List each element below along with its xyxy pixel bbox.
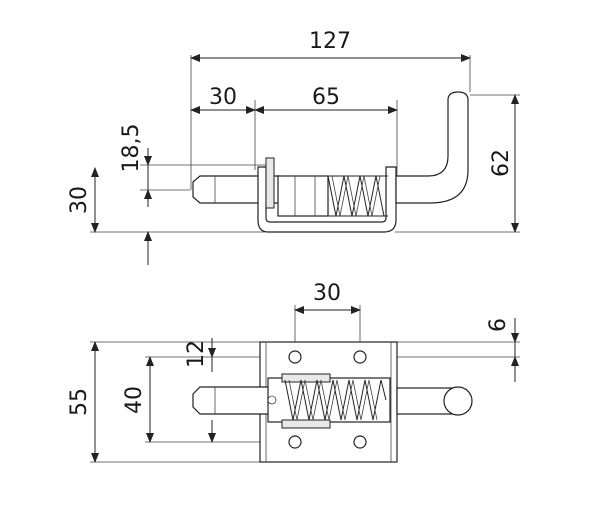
spring-side [327,175,388,217]
mount-hole [288,435,302,449]
dim-hole-edge-offset: 6 [486,318,519,382]
mount-hole [288,350,302,364]
dim-hook-height-label: 62 [489,149,514,177]
mount-hole [353,435,367,449]
side-view: 127 30 65 62 18,5 30 [67,29,520,265]
dim-overall-length: 127 [190,29,471,62]
dim-hole-offset-top-label: 12 [184,340,209,368]
dim-hook-height: 62 [489,94,519,233]
dim-hole-offset-top: 12 [184,338,216,443]
dim-pin-height-label: 18,5 [119,124,144,173]
dim-hole-spacing-x: 30 [294,281,361,314]
dim-hole-spacing-y: 40 [122,356,154,443]
dim-base-to-pin-label: 30 [67,186,92,214]
dim-hole-spacing-y-label: 40 [122,386,147,414]
pin-plan [192,386,473,416]
dim-pin-height: 18,5 [119,124,152,207]
spring-plan [267,373,391,429]
hook-handle-side [395,91,469,204]
dim-overall-length-label: 127 [309,29,351,54]
dim-plate-width-label: 55 [67,388,92,416]
plan-view: 30 6 12 40 55 [67,281,520,463]
dim-base-to-pin: 30 [67,167,152,265]
dim-housing-length: 65 [254,85,398,114]
dim-pin-extension-label: 30 [209,85,237,110]
dim-pin-extension: 30 [190,85,256,114]
dim-housing-length-label: 65 [312,85,340,110]
housing-side [257,157,397,233]
dim-hole-spacing-x-label: 30 [313,281,341,306]
mount-hole [353,350,367,364]
dim-plate-width: 55 [67,341,99,463]
dim-hole-edge-offset-label: 6 [486,318,511,332]
